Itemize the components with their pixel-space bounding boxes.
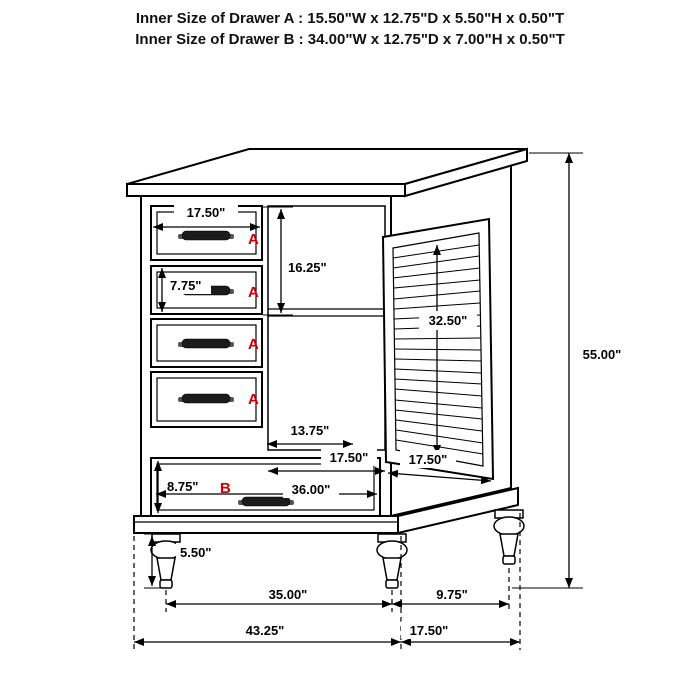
louvered-door-open: [381, 217, 495, 481]
base-molding: [133, 515, 399, 534]
drawer-letters: A A A A B: [220, 231, 259, 497]
dim-overall-depth: 17.50": [401, 621, 520, 646]
drawer-a-spec-text: Inner Size of Drawer A : 15.50"W x 12.75…: [135, 10, 565, 27]
dim-upper-drawers-height: 16.25": [263, 206, 336, 316]
overall-width-label: 43.25": [246, 623, 285, 638]
dim-overall-width: 43.25": [134, 621, 401, 646]
drawer-b-handle: [241, 496, 291, 507]
dim-second-drawer-height: 7.75": [158, 268, 211, 312]
cabinet-opening: [267, 205, 386, 451]
dim-overall-height: 55.00": [512, 152, 630, 589]
dim-foot-height: 5.50": [144, 533, 222, 589]
dim-bottom-drawer-width: 36.00": [156, 480, 377, 498]
door-height-label: 32.50": [429, 313, 468, 328]
dim-opening-width: 17.50": [268, 448, 385, 475]
drawer-a4-handle: [181, 393, 231, 404]
upper-drawers-height-label: 16.25": [288, 260, 327, 275]
drawer-a4-letter: A: [248, 391, 259, 408]
drawer-a3-letter: A: [248, 336, 259, 353]
side-feet-spacing-label: 9.75": [436, 587, 467, 602]
drawer-b-letter: B: [220, 480, 231, 497]
interior-shelf: [268, 308, 385, 317]
drawer-a3: [150, 318, 263, 368]
second-drawer-height-label: 7.75": [170, 278, 201, 293]
drawer-a1-letter: A: [248, 231, 259, 248]
dim-top-drawer-width: 17.50": [153, 203, 260, 231]
spec-header: Inner Size of Drawer A : 15.50"W x 12.75…: [0, 8, 700, 50]
shelf-depth-label: 13.75": [291, 423, 330, 438]
drawer-a2-letter: A: [248, 284, 259, 301]
dim-side-feet-spacing: 9.75": [392, 585, 509, 608]
foot-height-label: 5.50": [180, 545, 211, 560]
overall-height-label: 55.00": [583, 347, 622, 362]
drawer-b-spec-text: Inner Size of Drawer B : 34.00"W x 12.75…: [135, 31, 565, 48]
bottom-drawer-width-label: 36.00": [292, 482, 331, 497]
front-right-foot: [376, 533, 408, 589]
cabinet-top: [126, 147, 528, 198]
door-width-label: 17.50": [409, 452, 448, 467]
bottom-drawer-height-label: 8.75": [167, 479, 198, 494]
overall-depth-label: 17.50": [410, 623, 449, 638]
back-right-foot: [493, 509, 525, 565]
drawer-a3-handle: [181, 338, 231, 349]
drawer-a1-handle: [181, 230, 231, 241]
dim-door-width: 17.50": [387, 450, 492, 485]
dim-front-feet-spacing: 35.00": [166, 585, 392, 608]
drawer-a4: [150, 371, 263, 428]
top-drawer-width-label: 17.50": [187, 205, 226, 220]
dim-shelf-depth: 13.75": [267, 421, 353, 448]
opening-width-label: 17.50": [330, 450, 369, 465]
dim-door-height: 32.50": [419, 245, 477, 455]
front-feet-spacing-label: 35.00": [269, 587, 308, 602]
